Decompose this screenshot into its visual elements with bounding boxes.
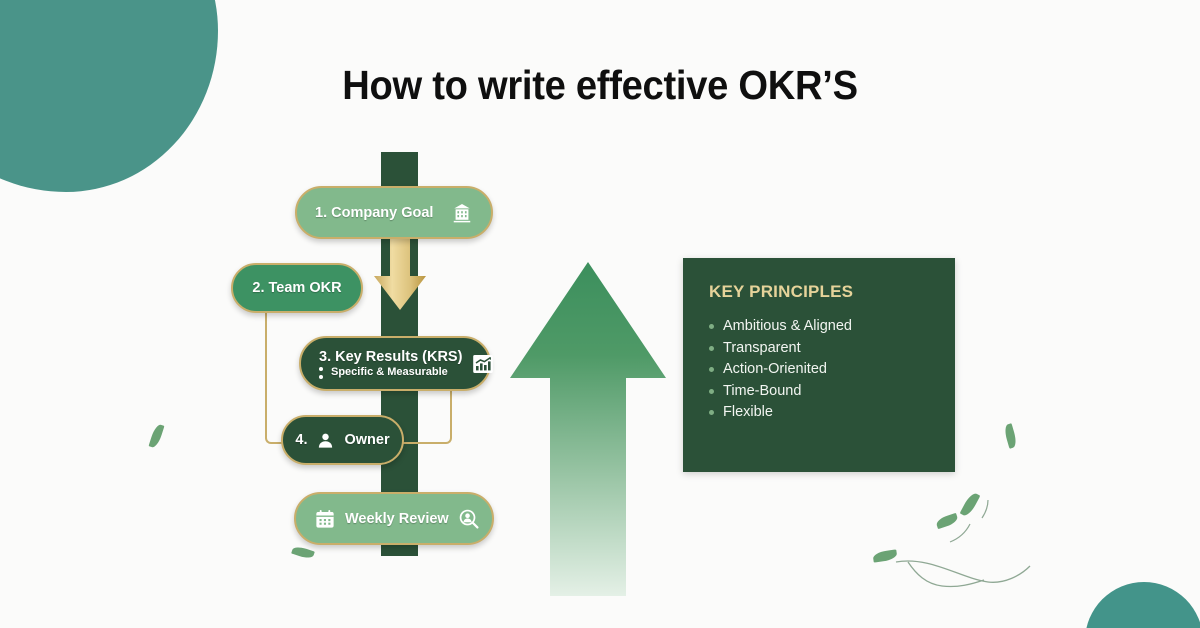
bullet-dot bbox=[319, 366, 323, 371]
list-item-label: Action-Orienited bbox=[723, 361, 827, 377]
building-icon bbox=[451, 202, 473, 224]
bullet-icon bbox=[709, 345, 714, 351]
leaf-decoration bbox=[148, 423, 165, 449]
list-item-label: Flexible bbox=[723, 404, 773, 420]
flow-step-label: 2. Team OKR bbox=[252, 280, 342, 296]
flow-step-number: 4. bbox=[295, 432, 308, 448]
list-item: Ambitious & Aligned bbox=[709, 316, 955, 338]
connector-krs-to-owner bbox=[390, 386, 452, 444]
green-up-arrow-icon bbox=[508, 260, 668, 598]
leaf-decoration bbox=[1002, 423, 1019, 449]
bullet-icon bbox=[709, 410, 714, 416]
list-item: Flexible bbox=[709, 402, 955, 424]
list-item: Action-Orienited bbox=[709, 359, 955, 381]
bullet-icon bbox=[709, 388, 714, 394]
key-principles-list: Ambitious & Aligned Transparent Action-O… bbox=[709, 316, 955, 424]
flow-step-company-goal[interactable]: 1. Company Goal bbox=[295, 186, 493, 239]
flow-step-label: 1. Company Goal bbox=[315, 204, 434, 221]
bullet-dot bbox=[319, 374, 323, 379]
bullet-icon bbox=[709, 324, 714, 330]
flow-step-owner[interactable]: 4. Owner bbox=[281, 415, 404, 465]
bar-chart-icon bbox=[471, 352, 495, 376]
flow-step-key-results[interactable]: 3. Key Results (KRS) Specific & Measurab… bbox=[299, 336, 494, 391]
person-icon bbox=[316, 431, 335, 450]
list-item: Time-Bound bbox=[709, 381, 955, 403]
list-item-label: Transparent bbox=[723, 339, 801, 356]
calendar-icon bbox=[314, 508, 336, 530]
flow-step-team-okr[interactable]: 2. Team OKR bbox=[231, 263, 363, 313]
person-search-icon bbox=[458, 508, 480, 530]
flow-step-label: Weekly Review bbox=[345, 510, 449, 527]
leaf-decoration bbox=[291, 544, 315, 561]
list-item-label: Ambitious & Aligned bbox=[723, 318, 852, 334]
key-results-text-block: 3. Key Results (KRS) Specific & Measurab… bbox=[319, 348, 462, 380]
vine-decoration bbox=[895, 499, 1031, 588]
gold-down-arrow-icon bbox=[372, 228, 428, 312]
list-item: Transparent bbox=[709, 338, 955, 360]
key-principles-heading: KEY PRINCIPLES bbox=[709, 282, 854, 301]
key-principles-panel: KEY PRINCIPLES Ambitious & Aligned Trans… bbox=[683, 258, 955, 472]
bullet-dots bbox=[319, 366, 323, 379]
bullet-icon bbox=[709, 367, 714, 373]
flow-step-weekly-review[interactable]: Weekly Review bbox=[294, 492, 494, 545]
page-title: How to write effective OKR’S bbox=[342, 62, 858, 108]
flow-step-label: Owner bbox=[344, 432, 390, 448]
flow-step-sublabel: Specific & Measurable bbox=[331, 365, 448, 378]
teal-blob-bottom-right bbox=[1085, 582, 1200, 628]
list-item-label: Time-Bound bbox=[723, 382, 802, 399]
key-results-subrow: Specific & Measurable bbox=[319, 366, 448, 380]
flow-step-label: 3. Key Results (KRS) bbox=[319, 348, 463, 365]
